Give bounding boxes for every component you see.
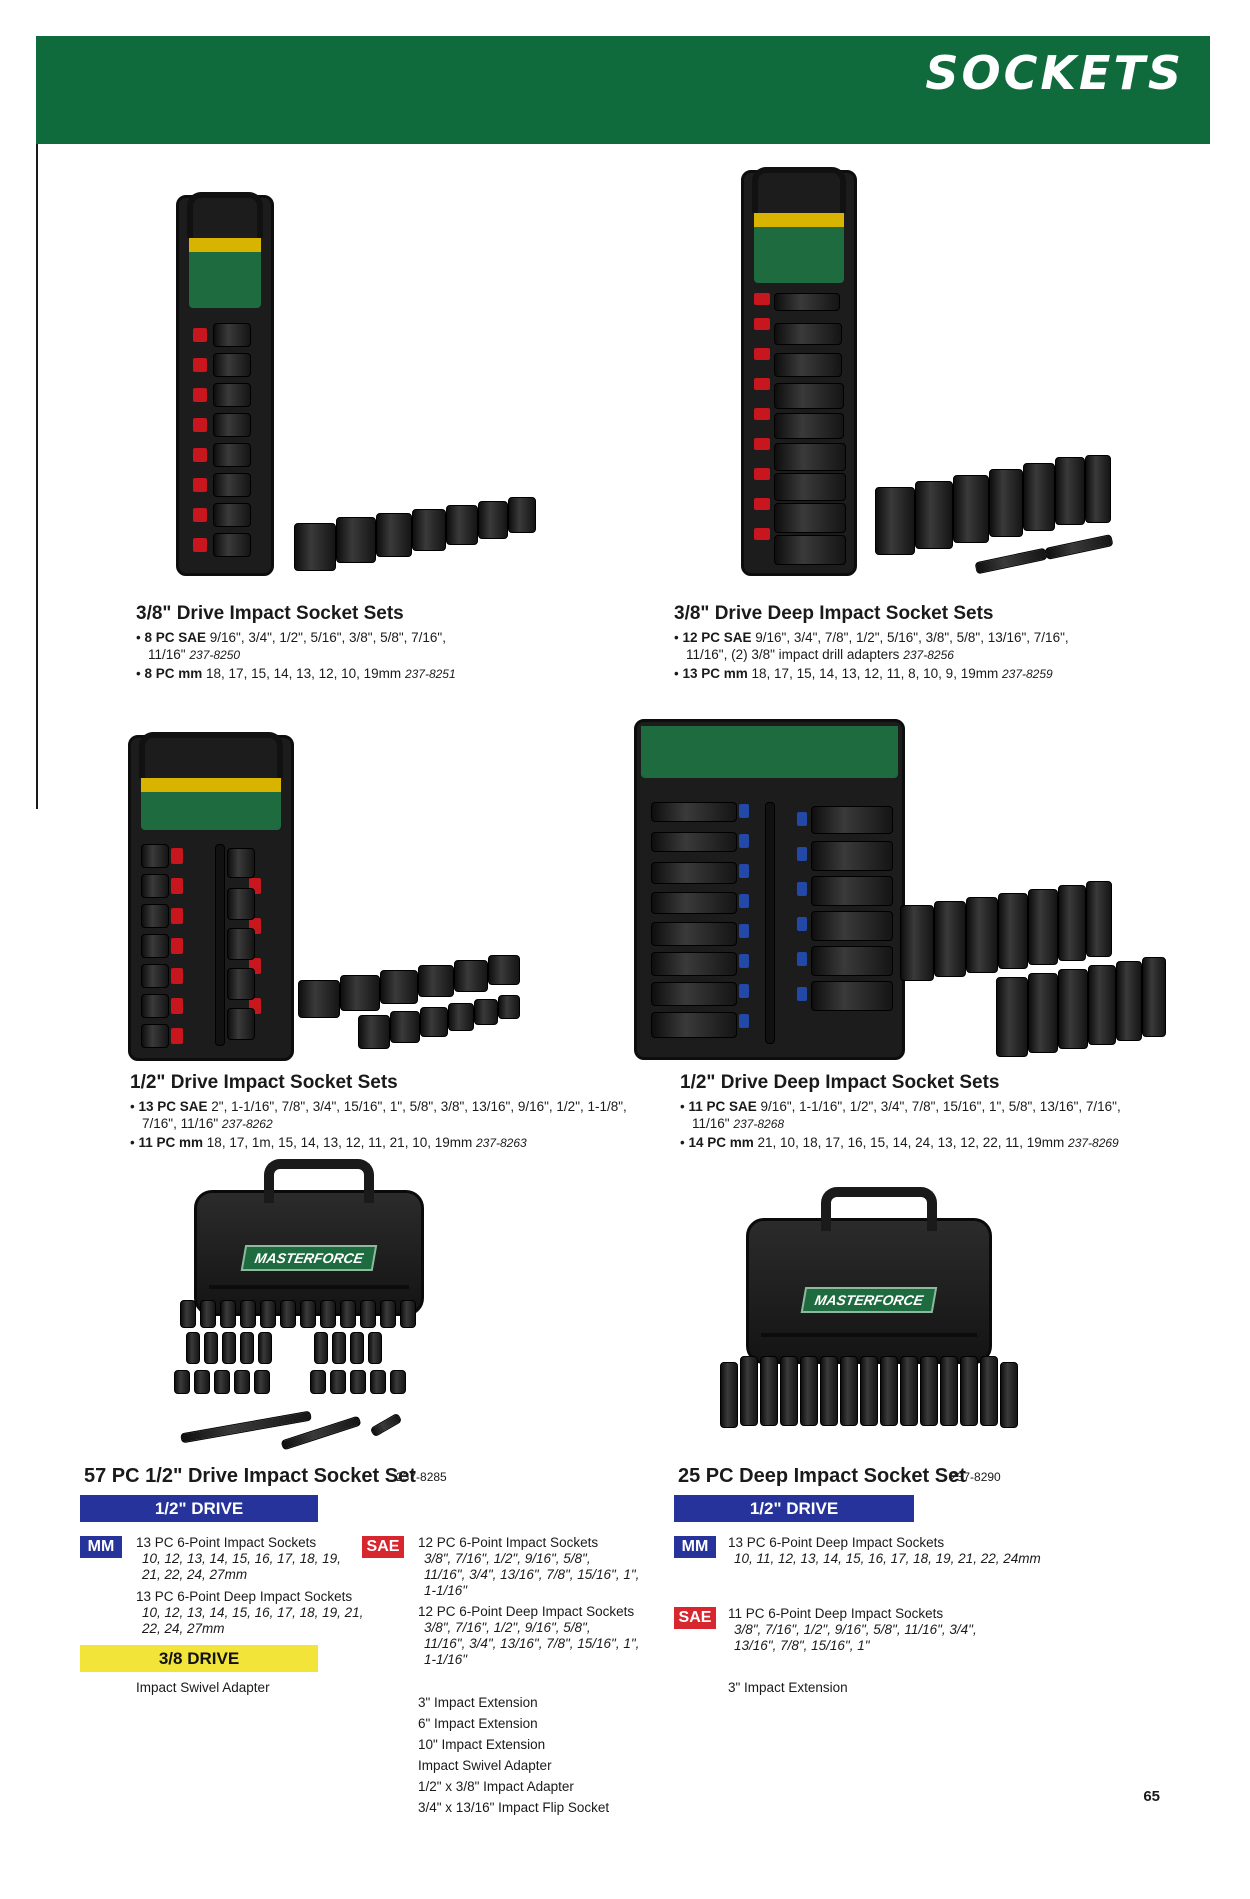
product-line: • 13 PC mm 18, 17, 15, 14, 13, 12, 11, 8… xyxy=(674,666,1053,681)
sae-tag: SAE xyxy=(362,1536,404,1558)
product-line: 11/16" 237-8250 xyxy=(148,647,241,662)
product-image-3-8-impact-rail xyxy=(170,165,540,576)
accessory-item: 1/2" x 3/8" Impact Adapter xyxy=(418,1779,574,1794)
accessory-item: 6" Impact Extension xyxy=(418,1716,538,1731)
case-logo: MASTERFORCE xyxy=(800,1287,938,1313)
header-banner xyxy=(36,36,1210,144)
drive-bar: 1/2" DRIVE xyxy=(80,1495,318,1522)
product-line: • 11 PC mm 18, 17, 1m, 15, 14, 13, 12, 1… xyxy=(130,1135,527,1150)
sku: 237-8269 xyxy=(1068,1136,1119,1150)
product-image-1-2-impact-rail xyxy=(120,715,520,1065)
sku: 237-8259 xyxy=(1001,667,1053,681)
mm-tag: MM xyxy=(674,1536,716,1558)
kit-item: 13 PC 6-Point Deep Impact Sockets 10, 11… xyxy=(728,1535,1041,1566)
product-title: 1/2" Drive Deep Impact Socket Sets xyxy=(680,1072,1000,1093)
sku: 237-8251 xyxy=(404,667,456,681)
product-line: • 13 PC SAE 2", 1-1/16", 7/8", 3/4", 15/… xyxy=(130,1099,627,1114)
product-line: • 8 PC mm 18, 17, 15, 14, 13, 12, 10, 19… xyxy=(136,666,456,681)
accessory-item: 3" Impact Extension xyxy=(418,1695,538,1710)
sku: 237-8285 xyxy=(396,1470,447,1484)
sku: 237-8262 xyxy=(221,1117,273,1131)
sae-tag: SAE xyxy=(674,1607,716,1629)
kit-item: 12 PC 6-Point Impact Sockets 3/8", 7/16"… xyxy=(418,1535,640,1598)
accessory-item: Impact Swivel Adapter xyxy=(418,1758,552,1773)
product-image-1-2-deep-rail xyxy=(630,715,1170,1065)
kit-item: 3" Impact Extension xyxy=(728,1680,848,1695)
case-logo: MASTERFORCE xyxy=(240,1245,378,1271)
left-rule xyxy=(36,144,38,809)
drive-bar: 1/2" DRIVE xyxy=(674,1495,914,1522)
sku: 237-8250 xyxy=(189,648,241,662)
sku: 237-8290 xyxy=(950,1470,1001,1484)
product-title: 3/8" Drive Deep Impact Socket Sets xyxy=(674,603,994,624)
kit-item: Impact Swivel Adapter xyxy=(136,1680,270,1695)
kit-title: 57 PC 1/2" Drive Impact Socket Set xyxy=(84,1465,416,1487)
product-line: • 14 PC mm 21, 10, 18, 17, 16, 15, 14, 2… xyxy=(680,1135,1119,1150)
product-line: • 8 PC SAE 9/16", 3/4", 1/2", 5/16", 3/8… xyxy=(136,630,446,645)
page-title: SOCKETS xyxy=(925,46,1184,100)
sku: 237-8268 xyxy=(733,1117,785,1131)
kit-item: 13 PC 6-Point Deep Impact Sockets 10, 12… xyxy=(136,1589,364,1636)
product-line: • 11 PC SAE 9/16", 1-1/16", 1/2", 3/4", … xyxy=(680,1099,1121,1114)
product-title: 3/8" Drive Impact Socket Sets xyxy=(136,603,404,624)
sku: 237-8256 xyxy=(903,648,954,662)
product-line: • 12 PC SAE 9/16", 3/4", 7/8", 1/2", 5/1… xyxy=(674,630,1069,645)
product-title: 1/2" Drive Impact Socket Sets xyxy=(130,1072,398,1093)
product-image-57pc-kit: MASTERFORCE xyxy=(160,1159,460,1451)
sku: 237-8263 xyxy=(475,1136,527,1150)
kit-title: 25 PC Deep Impact Socket Set xyxy=(678,1465,966,1487)
mm-tag: MM xyxy=(80,1536,122,1558)
accessory-item: 10" Impact Extension xyxy=(418,1737,546,1752)
product-line: 7/16", 11/16" 237-8262 xyxy=(142,1116,273,1131)
kit-item: 11 PC 6-Point Deep Impact Sockets 3/8", … xyxy=(728,1606,977,1653)
product-line: 11/16" 237-8268 xyxy=(692,1116,785,1131)
product-line: 11/16", (2) 3/8" impact drill adapters 2… xyxy=(686,647,954,662)
drive-bar-3-8: 3/8 DRIVE xyxy=(80,1645,318,1672)
accessory-item: 3/4" x 13/16" Impact Flip Socket xyxy=(418,1800,610,1815)
kit-item: 12 PC 6-Point Deep Impact Sockets 3/8", … xyxy=(418,1604,640,1667)
accessory-list: 3" Impact Extension 6" Impact Extension … xyxy=(418,1692,609,1818)
kit-item: 13 PC 6-Point Impact Sockets 10, 12, 13,… xyxy=(136,1535,341,1582)
page-number: 65 xyxy=(1143,1788,1160,1805)
product-image-3-8-deep-rail xyxy=(735,165,1115,576)
product-image-25pc-kit: MASTERFORCE xyxy=(710,1187,1040,1450)
